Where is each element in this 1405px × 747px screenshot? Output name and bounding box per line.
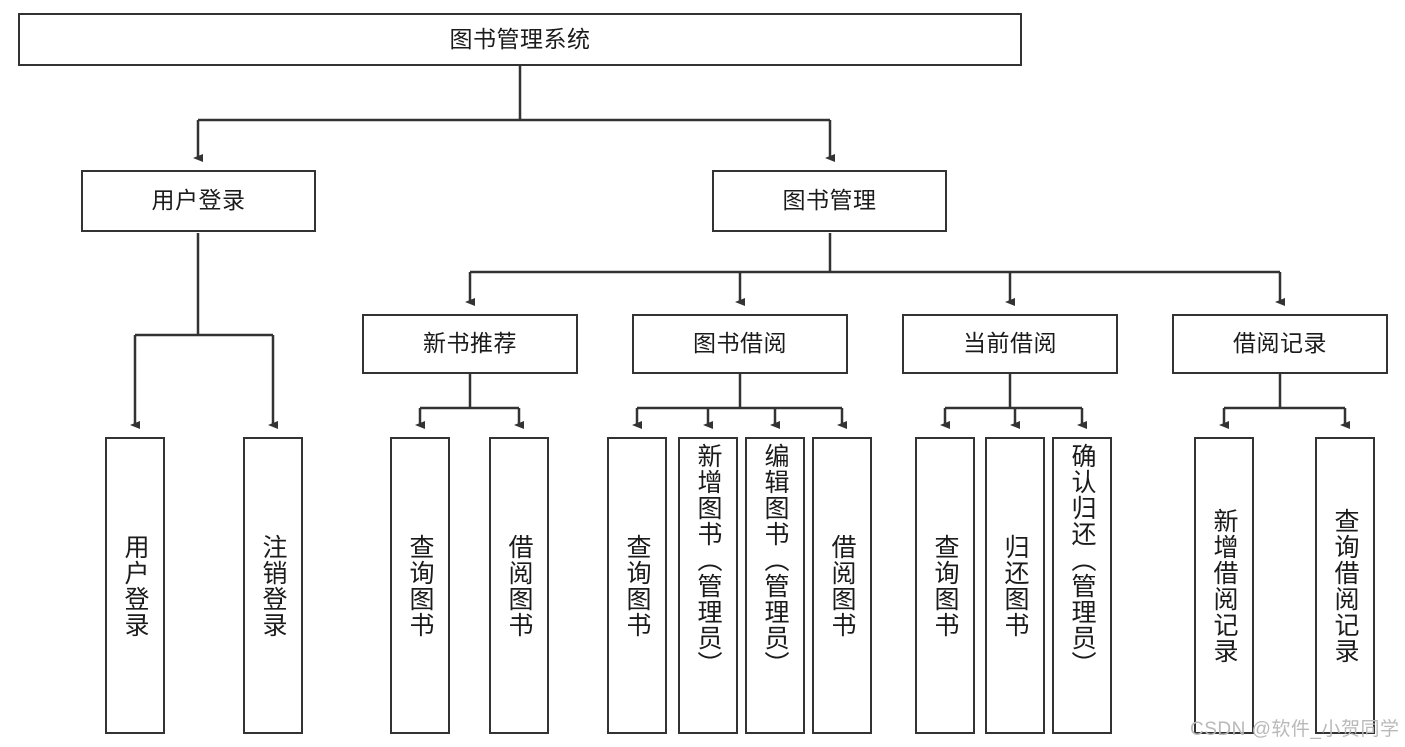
leaf-label: 借阅图书	[828, 533, 856, 638]
node-book-management[interactable]: 图书管理	[712, 170, 947, 232]
leaf-new-book-query[interactable]: 查询图书	[390, 437, 450, 734]
leaf-book-borrow-query[interactable]: 查询图书	[607, 437, 667, 734]
node-book-borrow[interactable]: 图书借阅	[632, 314, 848, 374]
node-user-login[interactable]: 用户登录	[81, 170, 316, 232]
node-borrow-record[interactable]: 借阅记录	[1172, 314, 1388, 374]
leaf-label: 归还图书	[1001, 533, 1029, 638]
leaf-label: 编辑图书（管理员）	[761, 443, 789, 677]
leaf-label: 注销登录	[259, 533, 287, 638]
leaf-borrow-record-query[interactable]: 查询借阅记录	[1315, 437, 1375, 734]
leaf-new-book-borrow[interactable]: 借阅图书	[489, 437, 549, 734]
leaf-book-borrow-add[interactable]: 新增图书（管理员）	[678, 437, 738, 734]
leaf-label: 新增图书（管理员）	[694, 443, 722, 677]
leaf-book-borrow-borrow[interactable]: 借阅图书	[812, 437, 872, 734]
leaf-borrow-record-add[interactable]: 新增借阅记录	[1194, 437, 1254, 734]
leaf-label: 借阅图书	[505, 533, 533, 638]
csdn-watermark: CSDN @软件_小贺同学	[1190, 719, 1400, 740]
leaf-current-borrow-query[interactable]: 查询图书	[915, 437, 975, 734]
leaf-label: 确认归还（管理员）	[1068, 443, 1096, 677]
leaf-label: 查询图书	[406, 533, 434, 638]
leaf-user-login-login[interactable]: 用户登录	[105, 437, 165, 734]
node-root-system[interactable]: 图书管理系统	[18, 13, 1022, 66]
leaf-label: 新增借阅记录	[1210, 507, 1238, 664]
leaf-current-borrow-return[interactable]: 归还图书	[985, 437, 1045, 734]
leaf-label: 查询借阅记录	[1331, 507, 1359, 664]
leaf-label: 查询图书	[931, 533, 959, 638]
leaf-book-borrow-edit[interactable]: 编辑图书（管理员）	[745, 437, 805, 734]
leaf-current-borrow-confirm-return[interactable]: 确认归还（管理员）	[1052, 437, 1112, 734]
leaf-label: 查询图书	[623, 533, 651, 638]
node-current-borrow[interactable]: 当前借阅	[902, 314, 1118, 374]
node-new-book-recommend[interactable]: 新书推荐	[362, 314, 578, 374]
leaf-label: 用户登录	[121, 533, 149, 638]
leaf-user-login-logout[interactable]: 注销登录	[243, 437, 303, 734]
